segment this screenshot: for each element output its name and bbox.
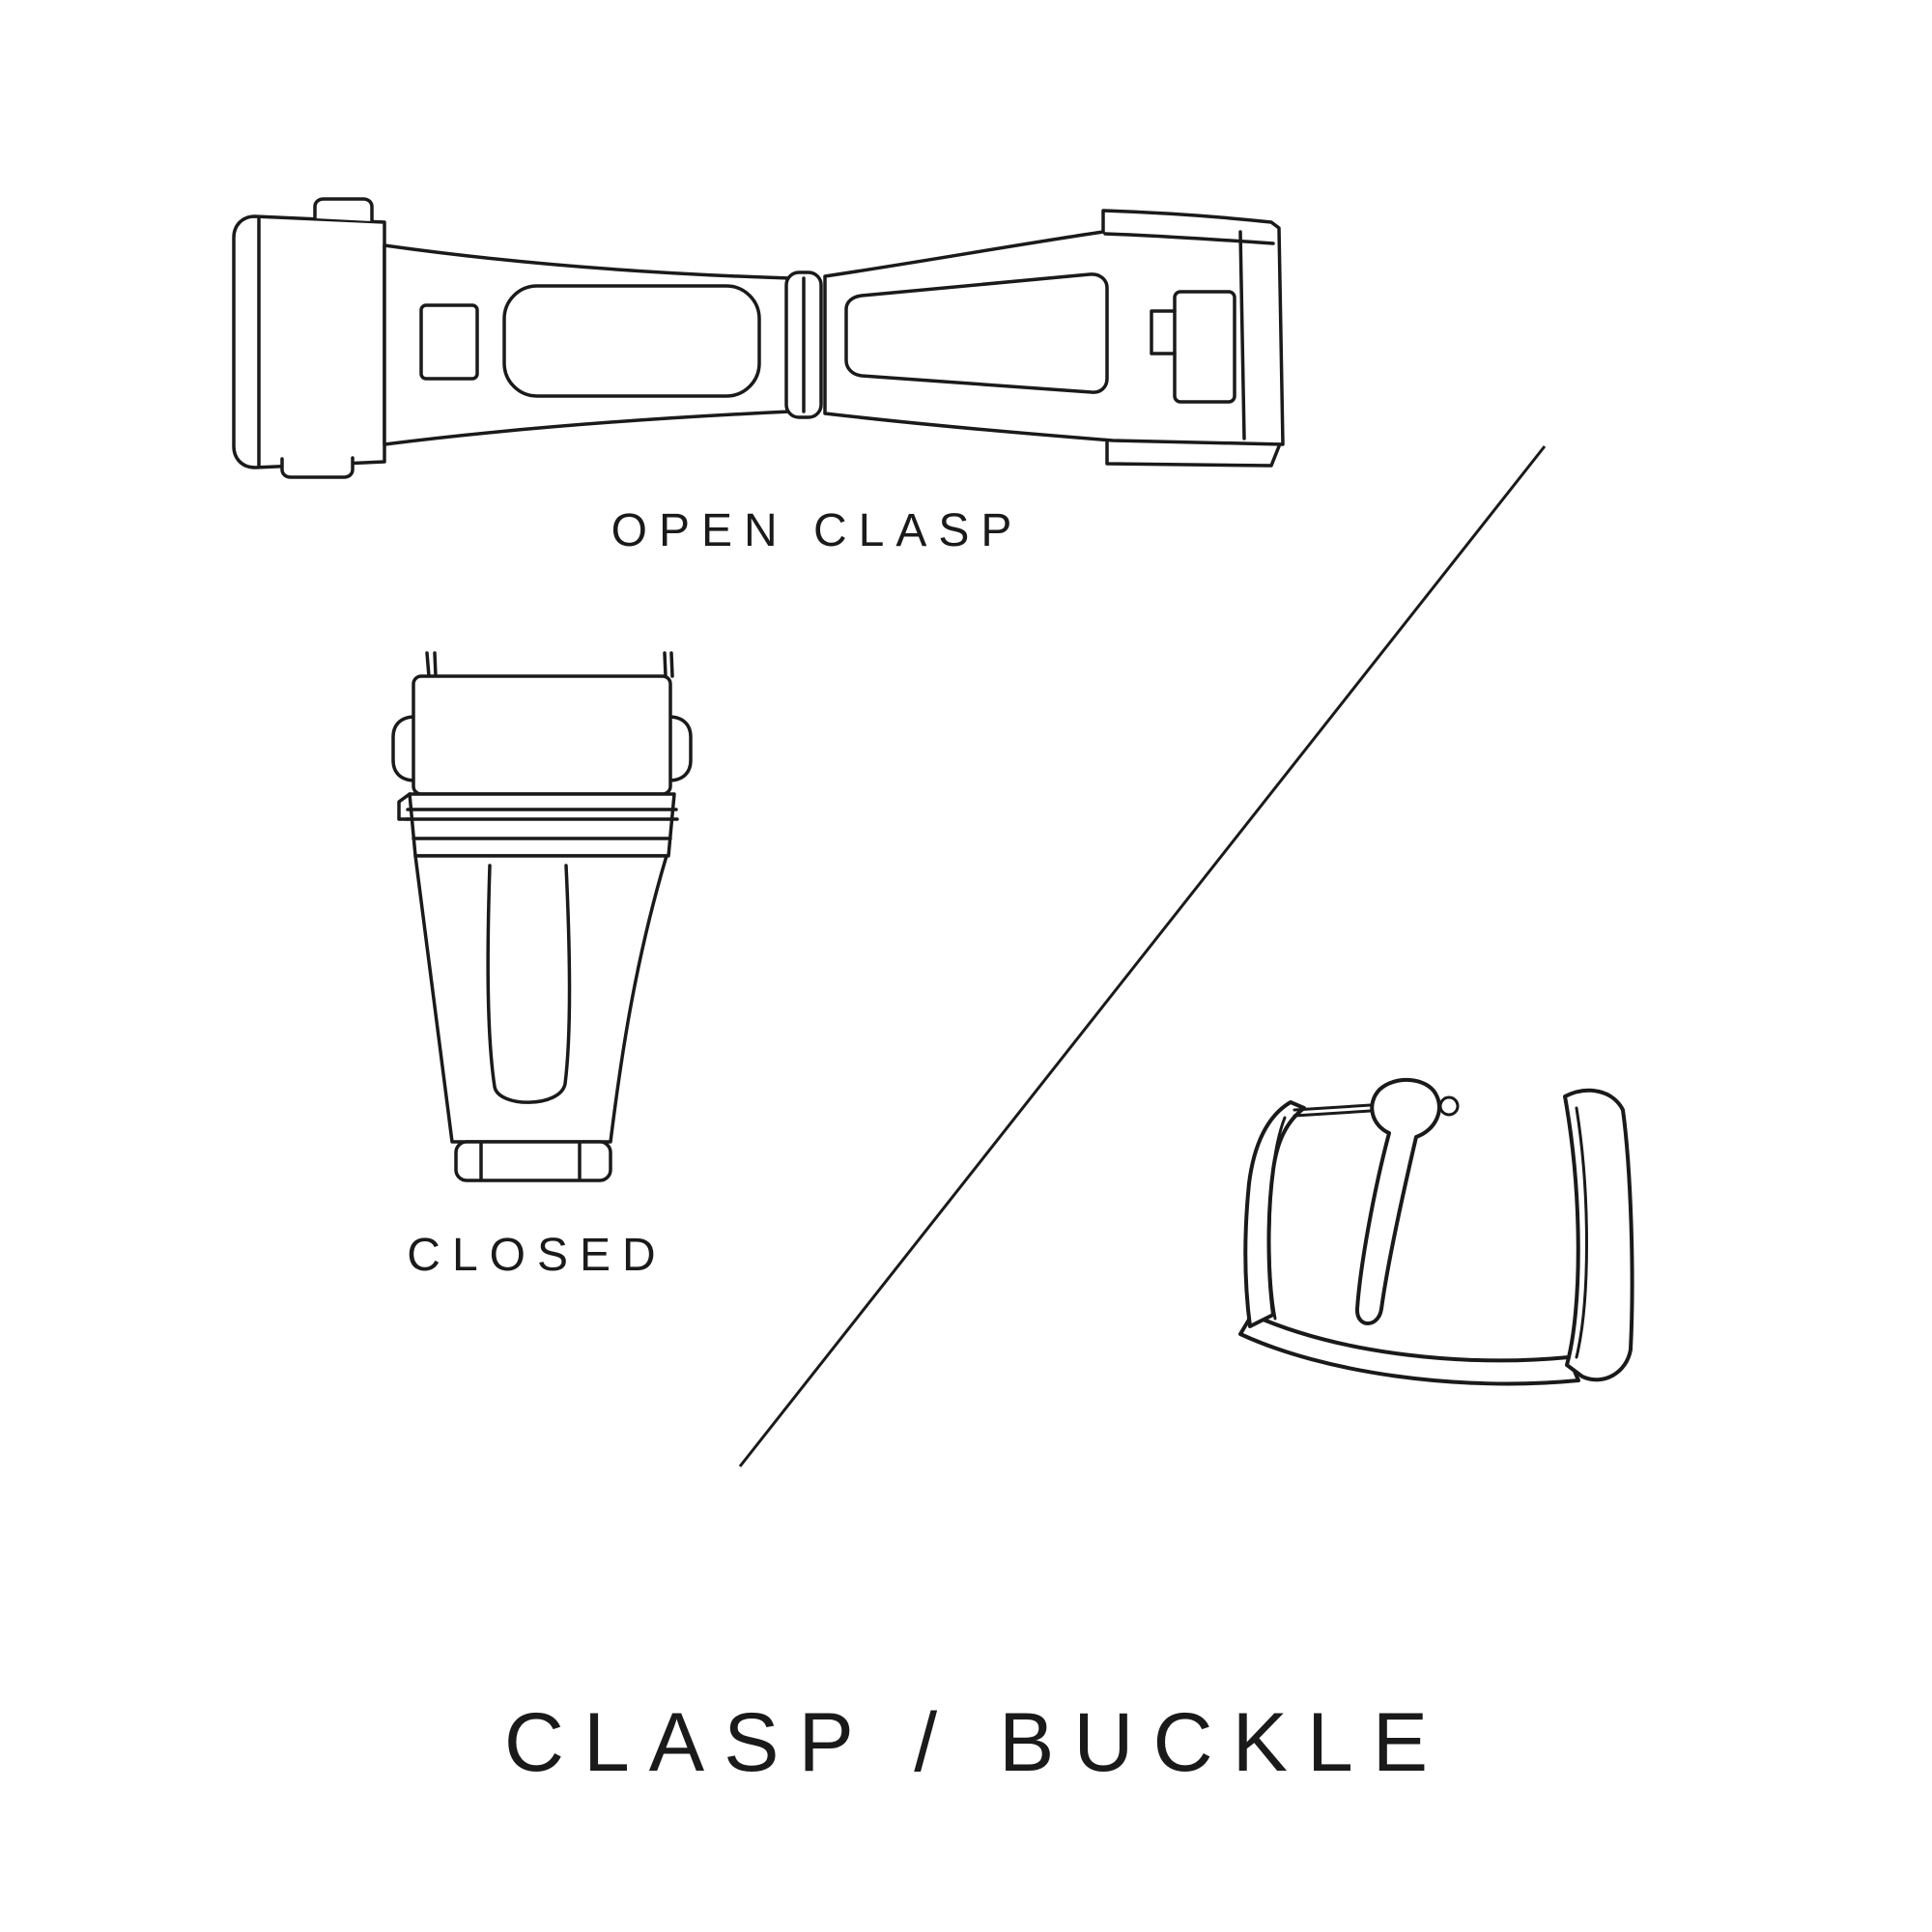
page-title: CLASP / BUCKLE — [503, 1696, 1448, 1789]
tang-buckle-illustration — [1227, 1077, 1642, 1406]
tang-buckle-icon — [1238, 1077, 1634, 1386]
closed-clasp-icon — [391, 651, 693, 1182]
open-clasp-icon — [232, 197, 1285, 479]
closed-clasp-label: CLOSED — [407, 1230, 668, 1281]
open-clasp-illustration — [222, 193, 1285, 483]
closed-clasp-illustration — [386, 647, 705, 1188]
open-clasp-label: OPEN CLASP — [611, 505, 1024, 556]
